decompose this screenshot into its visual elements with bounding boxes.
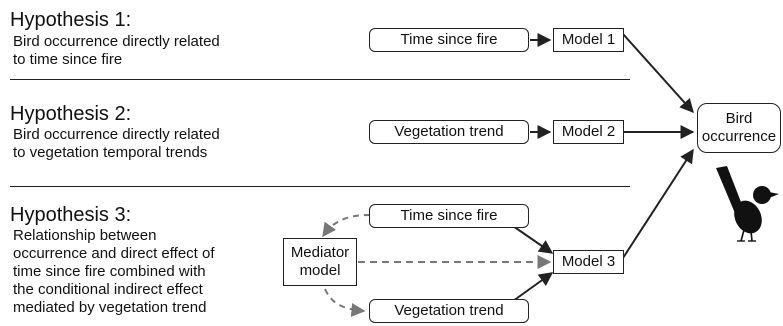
hypothesis-3-desc-line-2: occurrence and direct effect of — [13, 245, 215, 262]
h1-predictor-label: Time since fire — [400, 31, 498, 48]
model-1-label: Model 1 — [561, 31, 616, 48]
h3-time-box: Time since fire — [369, 204, 529, 228]
arrow-h3-time-to-model — [512, 225, 554, 254]
divider-1 — [10, 79, 630, 80]
hypothesis-2-desc-line-2: to vegetation temporal trends — [13, 144, 208, 161]
h2-predictor-box: Vegetation trend — [369, 120, 529, 144]
arrow-model3-to-outcome — [622, 148, 694, 259]
outcome-label-line-1: Bird — [725, 110, 753, 127]
h2-predictor-label: Vegetation trend — [394, 123, 504, 140]
dashed-arrow-mediator-to-vegetation — [324, 288, 366, 317]
outcome-label-line-2: occurrence — [701, 128, 777, 145]
model-3-box: Model 3 — [553, 250, 624, 274]
h3-vegetation-box: Vegetation trend — [369, 299, 529, 323]
hypothesis-1-desc-line-2: to time since fire — [13, 51, 123, 68]
arrow-model1-to-outcome — [622, 33, 694, 114]
dashed-arrow-time-to-mediator — [322, 214, 371, 238]
hypothesis-3-desc-line-4: the conditional indirect effect — [13, 281, 203, 298]
hypothesis-1-title: Hypothesis 1: — [10, 9, 132, 31]
mediator-label-line-1: Mediator — [290, 244, 350, 261]
hypothesis-3-desc-line-1: Relationship between — [13, 227, 157, 244]
h3-vegetation-label: Vegetation trend — [394, 302, 504, 319]
model-3-label: Model 3 — [561, 253, 616, 270]
mediator-label-line-2: model — [299, 262, 341, 279]
hypothesis-2-title: Hypothesis 2: — [10, 103, 132, 125]
bird-occurrence-box: Bird occurrence — [697, 103, 781, 153]
hypothesis-2-desc-line-1: Bird occurrence directly related — [13, 126, 220, 143]
hypothesis-3-desc-line-5: mediated by vegetation trend — [13, 299, 207, 316]
model-2-label: Model 2 — [561, 123, 616, 140]
mediator-model-box: Mediator model — [283, 238, 357, 286]
h3-time-label: Time since fire — [400, 207, 498, 224]
divider-2 — [10, 186, 630, 187]
arrow-h3-vegetation-to-model — [512, 272, 554, 302]
h1-predictor-box: Time since fire — [369, 28, 529, 52]
hypothesis-1-desc-line-1: Bird occurrence directly related — [13, 33, 220, 50]
hypothesis-3-title: Hypothesis 3: — [10, 204, 132, 226]
hypothesis-3-desc-line-3: time since fire combined with — [13, 263, 206, 280]
model-1-box: Model 1 — [553, 28, 624, 52]
model-2-box: Model 2 — [553, 120, 624, 144]
